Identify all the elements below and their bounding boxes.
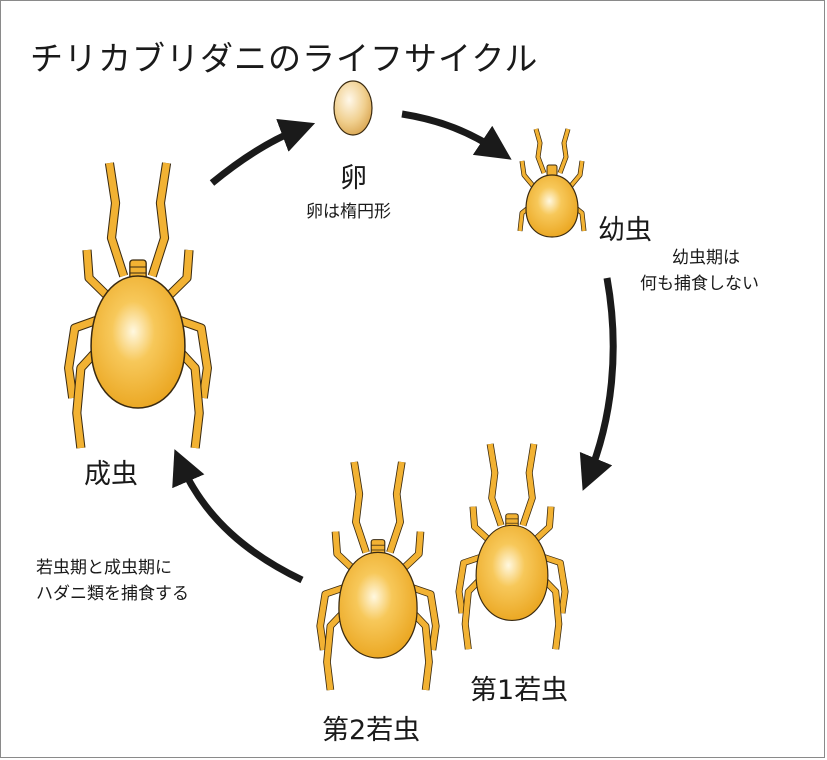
arrow-egg-to-larva (401, 110, 512, 160)
adult-label: 成虫 (84, 459, 138, 490)
arrow-larva-to-nymph1 (579, 277, 617, 491)
nymph2-label: 第2若虫 (322, 715, 421, 746)
arrow-adult-to-egg (209, 118, 316, 186)
larva-illustration (520, 129, 584, 237)
larva-label: 幼虫 (598, 215, 652, 246)
larva-note-line1: 幼虫期は (672, 248, 740, 268)
arrow-nymph2-to-adult (172, 449, 304, 584)
egg-note: 卵は楕円形 (306, 202, 391, 222)
predation-note-line2: ハダニ類を捕食する (36, 584, 189, 604)
nymph1-label: 第1若虫 (470, 675, 569, 706)
egg-label: 卵 (340, 163, 367, 194)
diagram-title: チリカブリダニのライフサイクル (30, 39, 539, 78)
nymph1-illustration (459, 444, 565, 649)
nymph2-illustration (320, 462, 436, 690)
egg-illustration (333, 80, 373, 136)
predation-note-line1: 若虫期と成虫期に (36, 558, 172, 578)
larva-note-line2: 何も捕食しない (640, 274, 759, 294)
adult-illustration (69, 163, 208, 448)
